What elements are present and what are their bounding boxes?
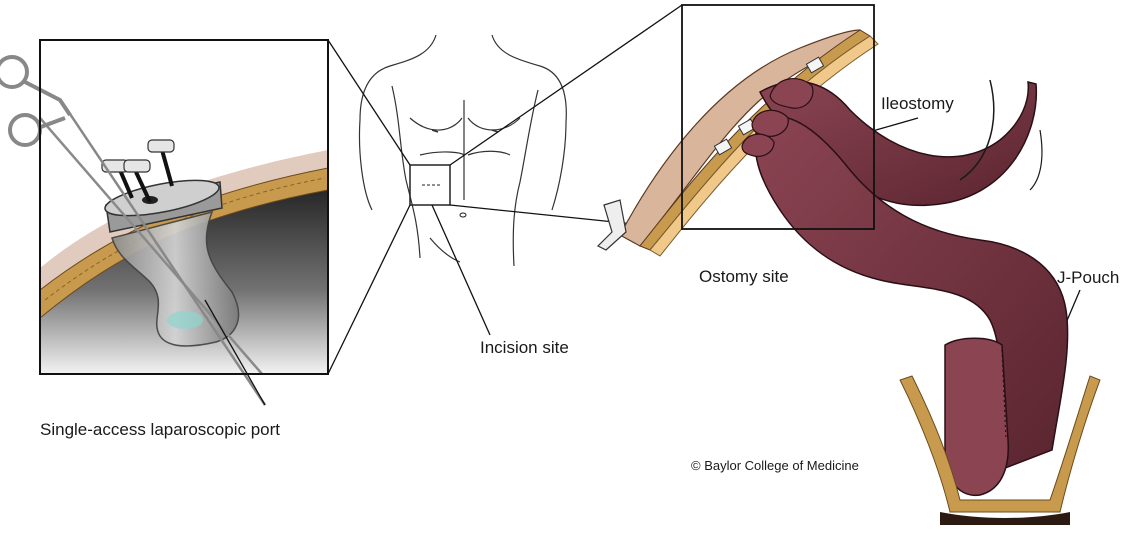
port-sleeve	[111, 210, 240, 347]
incision-label: Incision site	[480, 338, 569, 357]
trocar-valves	[101, 139, 175, 203]
ostomy-illustration	[596, 4, 1101, 525]
copyright-notice: © Baylor College of Medicine	[691, 458, 859, 473]
grasper-handle-icon	[0, 55, 267, 406]
port-inset-frame	[39, 39, 329, 375]
torso-figure	[358, 34, 567, 267]
incision-box	[409, 164, 451, 206]
bowel-limb	[754, 115, 1069, 472]
instrument-shaft	[40, 117, 263, 374]
jpouch-label: J-Pouch	[1057, 268, 1120, 287]
pelvic-floor	[899, 375, 1101, 513]
port-label: Single-access laparoscopic port	[40, 420, 281, 439]
ileostomy-label: Ileostomy	[881, 94, 954, 113]
port-inset	[0, 39, 329, 406]
j-pouch	[944, 337, 1009, 496]
skin-layer	[40, 150, 328, 290]
ostomy-inset-frame	[681, 4, 875, 230]
retractor-icon	[596, 199, 627, 251]
ostomy-label: Ostomy site	[699, 267, 789, 286]
